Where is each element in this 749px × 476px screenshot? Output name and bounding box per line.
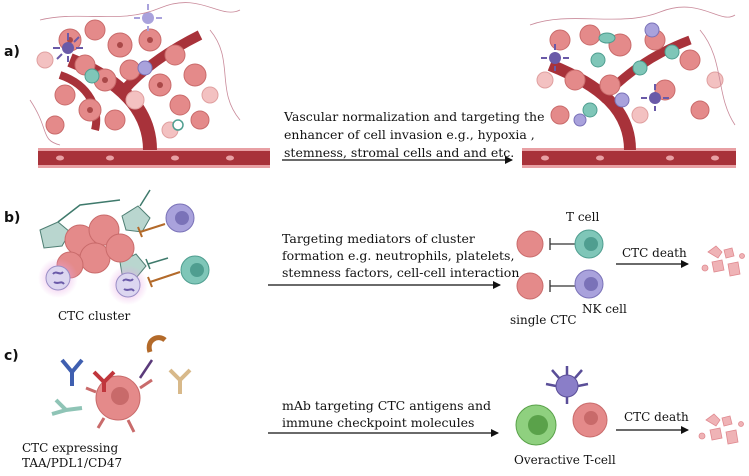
panel-a-description-line: enhancer of cell invasion e.g., hypoxia … <box>284 127 535 142</box>
vessel-branch <box>116 30 203 99</box>
antibody-red <box>92 370 116 392</box>
t-cell-outline <box>172 119 184 131</box>
red-blood-cells <box>56 155 234 161</box>
stromal-fibers <box>529 6 736 126</box>
single-ctc-cell <box>516 230 544 258</box>
ctc-nucleus <box>111 387 129 405</box>
inhibition-line <box>549 238 575 250</box>
checkpoint-receptor <box>138 359 154 379</box>
red-blood-cells <box>541 155 719 161</box>
overactive-t-cell-label: Overactive T-cell <box>514 453 616 467</box>
t-cell-attacking <box>147 255 210 288</box>
tumor-nuclei <box>67 37 163 113</box>
t-cell-label: T cell <box>566 210 600 224</box>
ctc-debris <box>698 413 744 445</box>
immune-cells <box>573 22 680 127</box>
platelet-tethers <box>57 189 151 223</box>
panel-c-description-line: mAb targeting CTC antigens and <box>282 398 492 413</box>
panel-c-description-line: immune checkpoint molecules <box>282 415 475 430</box>
blood-vessel <box>522 150 736 166</box>
ctc-nucleus <box>584 411 598 425</box>
ctc-cluster-caption: CTC cluster <box>58 309 131 323</box>
panel-a-left-tumor <box>29 2 270 168</box>
blood-vessel <box>38 150 270 166</box>
single-ctc-label: single CTC <box>510 313 577 327</box>
tumor-cells <box>549 24 710 125</box>
tumor-cells <box>45 19 210 135</box>
single-ctc-illustration <box>516 229 604 300</box>
panel-b-description-line: Targeting mediators of cluster <box>282 231 475 246</box>
antibody-teal <box>51 398 83 416</box>
dendritic-cell <box>134 4 162 31</box>
t-cell-nucleus <box>528 415 548 435</box>
ctc-cluster-illustration <box>38 189 210 305</box>
panel-a-description-line: Vascular normalization and targeting the <box>284 109 545 124</box>
inhibition-line <box>145 257 169 270</box>
blood-vessel-lining <box>522 165 736 168</box>
neutrophil <box>108 265 148 305</box>
ctc-expressing-caption-line: CTC expressing <box>22 441 119 455</box>
panel-a-right-tumor <box>522 6 736 168</box>
inhibition-line <box>549 280 575 292</box>
panel-label-b: b) <box>4 210 21 226</box>
antibody-blue <box>60 358 84 386</box>
neutrophil <box>38 258 78 298</box>
nk-cell-nucleus <box>584 277 598 291</box>
t-cell <box>84 68 100 84</box>
panel-a-description-line: stemness, stromal cells and and etc. <box>284 145 515 160</box>
ctc-expressing-caption-line: TAA/PDL1/CD47 <box>22 456 123 470</box>
ctc-death-label: CTC death <box>624 410 689 424</box>
nk-cell <box>137 60 153 76</box>
panel-b-description-line: stemness factors, cell-cell interaction <box>282 265 520 280</box>
panel-label-a: a) <box>4 44 20 60</box>
dendritic-cell <box>545 366 589 404</box>
dendritic-cell <box>53 33 83 62</box>
antibody-tan <box>168 368 192 394</box>
ctc-antigen-illustration <box>51 335 192 433</box>
single-ctc-cell <box>516 272 544 300</box>
t-cell-nucleus <box>584 237 598 251</box>
blood-vessel-lining <box>38 165 270 168</box>
overactive-t-cell-illustration <box>515 366 608 446</box>
ctc-pseudopods <box>85 378 153 433</box>
dendritic-cell <box>541 44 669 111</box>
antibody-brown <box>146 335 167 353</box>
stromal-fibers <box>29 2 241 146</box>
ctc-debris <box>701 245 745 277</box>
nk-cell-attacking <box>137 203 195 238</box>
panel-b-description-line: formation e.g. neutrophils, platelets, <box>282 248 515 263</box>
nk-cell-label: NK cell <box>582 302 627 316</box>
vessel-branch <box>547 59 636 151</box>
panel-label-c: c) <box>4 348 19 364</box>
ctc-death-label: CTC death <box>622 246 687 260</box>
